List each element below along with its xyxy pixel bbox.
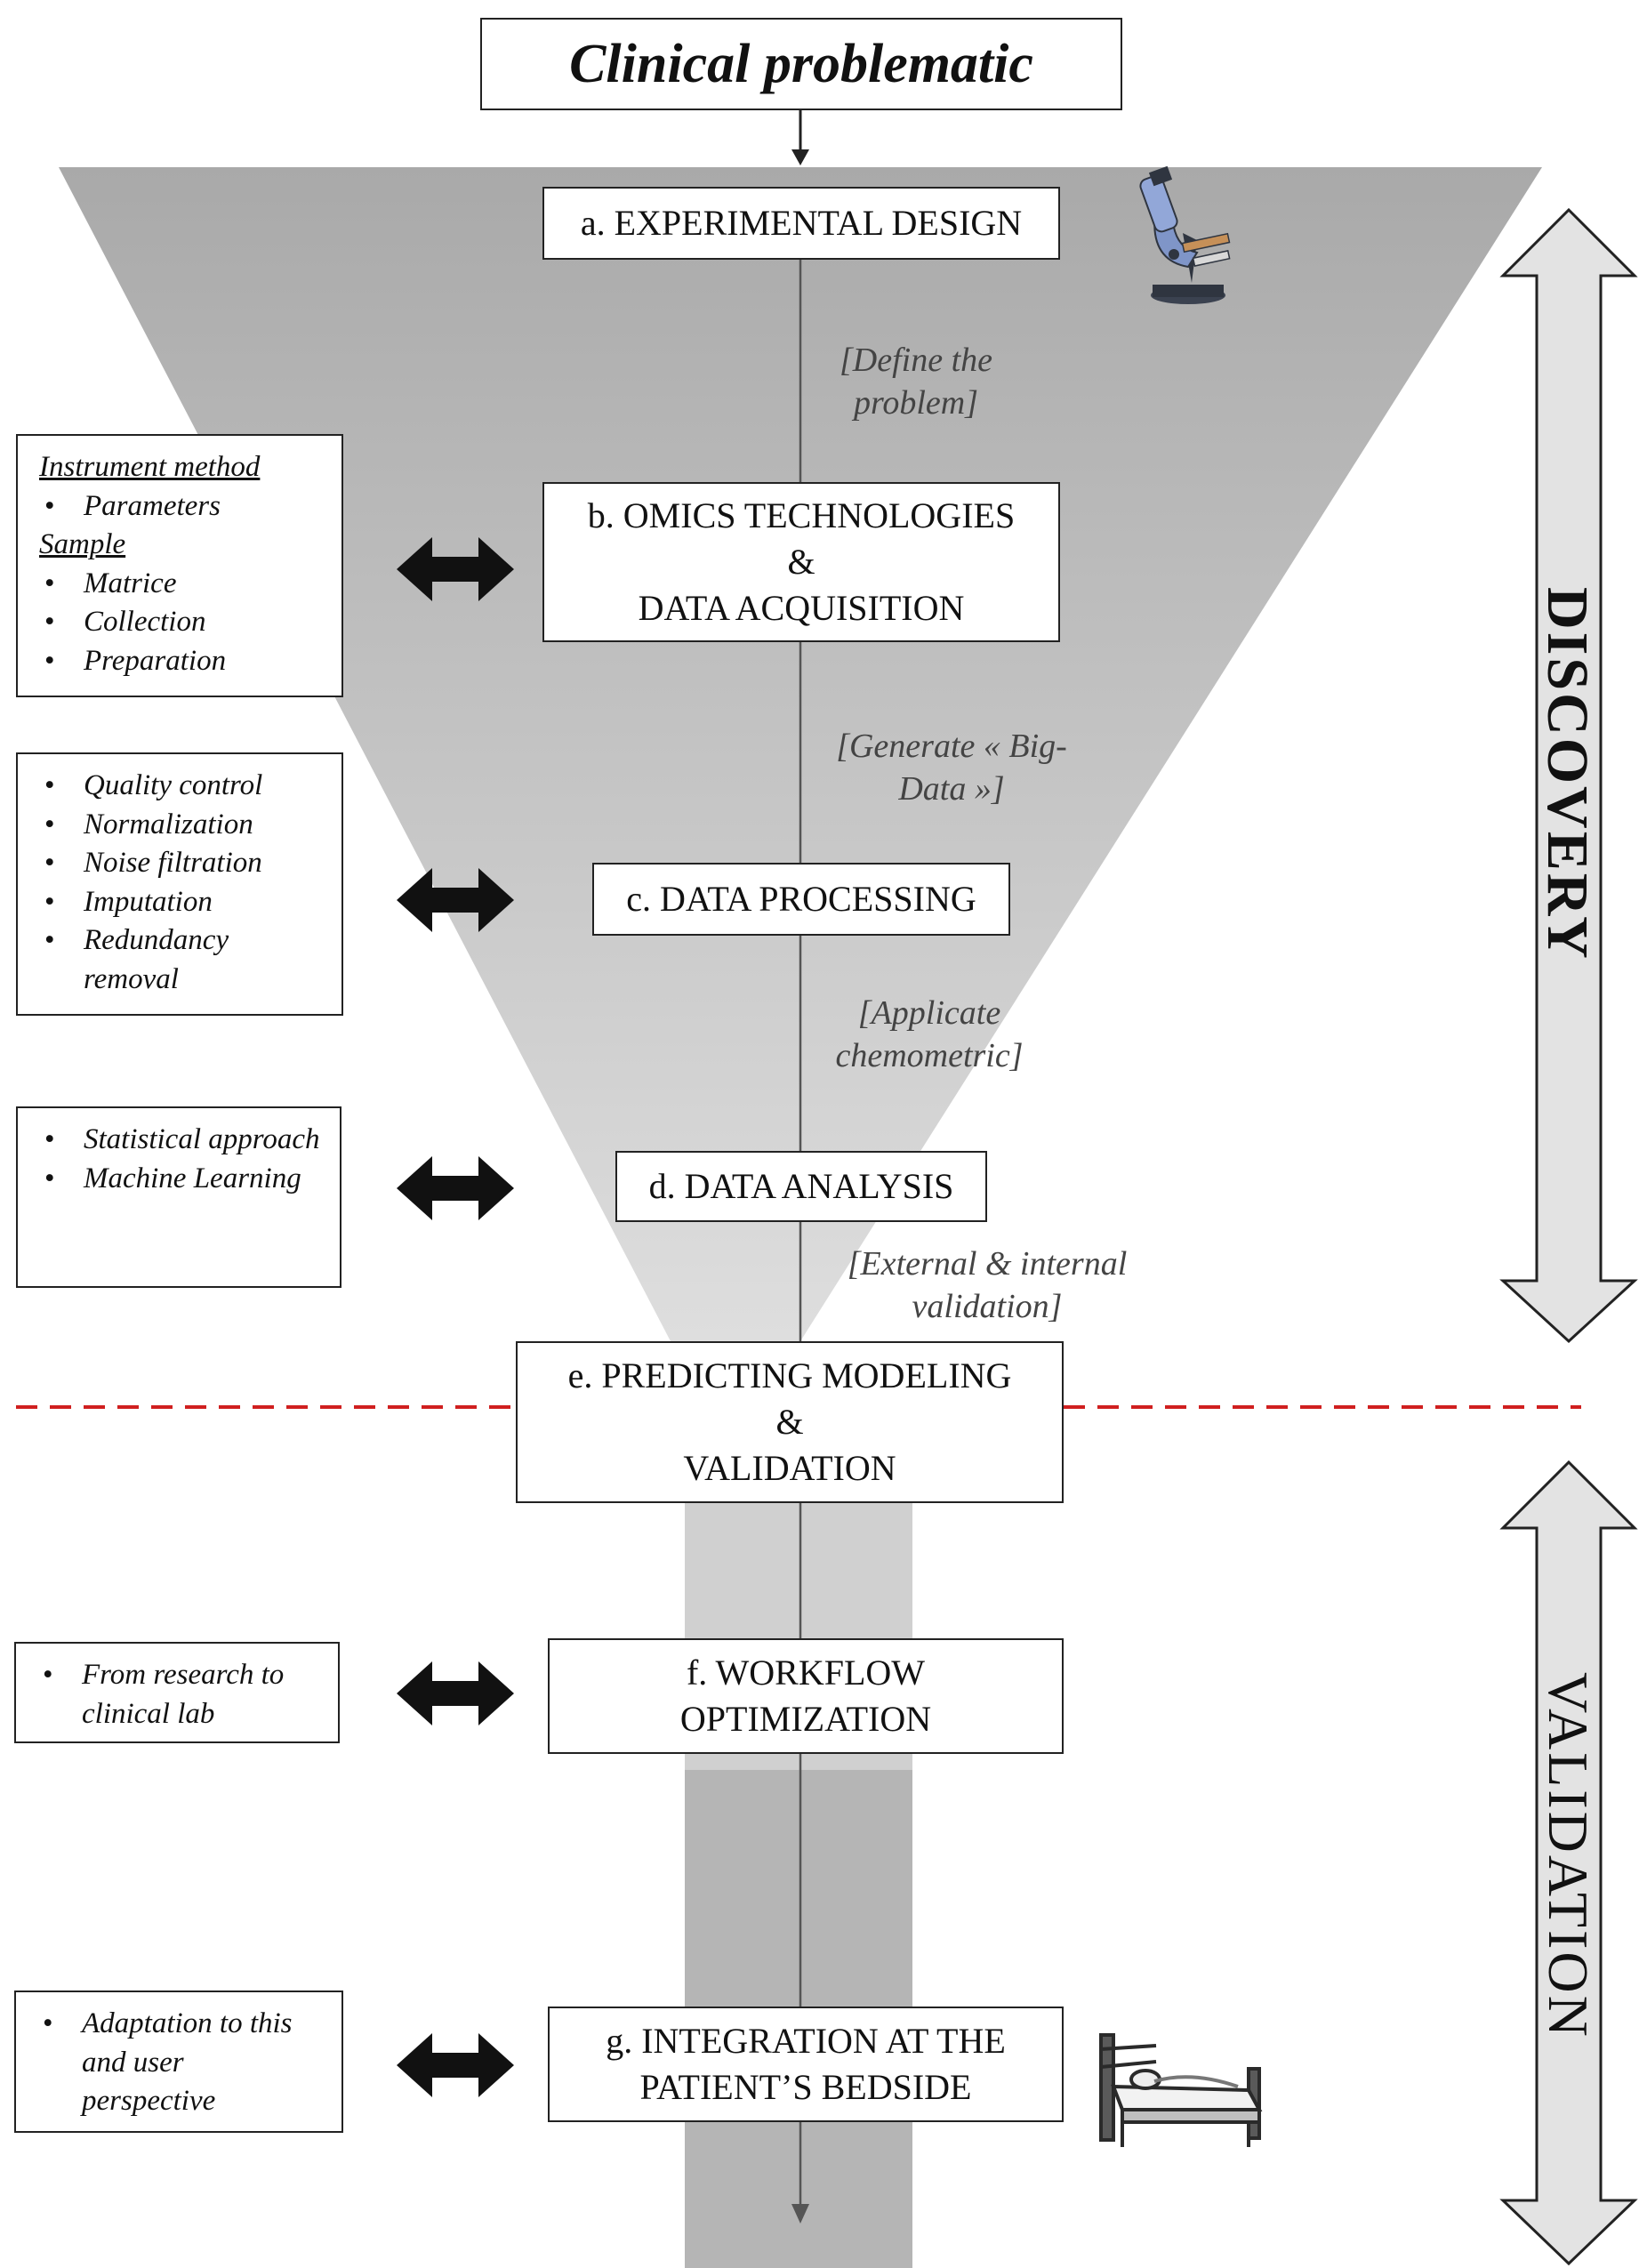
title-connector-arrowhead <box>791 149 809 165</box>
note-define-line-1: [Define the <box>839 342 992 379</box>
stage-d-label: d. DATA ANALYSIS <box>648 1166 954 1206</box>
stage-f-line-2: OPTIMIZATION <box>679 1699 932 1739</box>
stage-g-line-1: g. INTEGRATION AT THE <box>606 2021 1006 2061</box>
list-item: Matrice <box>39 565 324 604</box>
side-box-workflow: From research to clinical lab <box>14 1642 340 1743</box>
discovery-range-arrow <box>1499 207 1638 1344</box>
stage-c-data-processing: c. DATA PROCESSING <box>592 863 1010 936</box>
note-generate-big-data: [Generate « Big- Data »] <box>783 726 1121 810</box>
note-applicate-chemometric: [Applicate chemometric] <box>783 993 1076 1077</box>
discovery-label: DISCOVERY <box>1535 587 1600 961</box>
list-item: Quality control <box>39 767 324 806</box>
stage-e-predicting-modeling: e. PREDICTING MODELING & VALIDATION <box>516 1341 1064 1503</box>
note-define-line-2: problem] <box>853 383 979 422</box>
side-box-analysis: Statistical approach Machine Learning <box>16 1106 341 1288</box>
flow-line-arrowhead <box>791 2204 809 2224</box>
stage-c-label: c. DATA PROCESSING <box>626 879 976 919</box>
sample-list: Matrice Collection Preparation <box>39 565 324 681</box>
list-item: From research to clinical lab <box>37 1656 320 1733</box>
stage-e-line-1: e. PREDICTING MODELING <box>567 1355 1012 1395</box>
note-external-line-2: validation] <box>912 1287 1063 1325</box>
side-heading-sample: Sample <box>39 528 126 561</box>
list-item: Statistical approach <box>39 1121 322 1160</box>
list-item: Redundancy removal <box>39 921 324 999</box>
workflow-list: From research to clinical lab <box>37 1656 320 1733</box>
list-item: Imputation <box>39 883 324 922</box>
list-item: Adaptation to this and user perspective <box>37 2005 324 2121</box>
side-box-acquisition: Instrument method Parameters Sample Matr… <box>16 434 343 697</box>
note-applicate-line-2: chemometric] <box>835 1036 1024 1074</box>
list-item: Noise filtration <box>39 844 324 883</box>
stage-b-omics-technologies: b. OMICS TECHNOLOGIES & DATA ACQUISITION <box>542 482 1060 642</box>
stage-f-workflow-optimization: f. WORKFLOW OPTIMIZATION <box>548 1638 1064 1754</box>
note-external-line-1: [External & internal <box>847 1245 1128 1283</box>
side-heading-instrument-method: Instrument method <box>39 451 261 483</box>
validation-range-arrow <box>1499 1460 1638 2266</box>
note-external-internal-validation: [External & internal validation] <box>800 1243 1174 1328</box>
stage-b-line-3: DATA ACQUISITION <box>638 588 965 628</box>
double-arrow-icon <box>397 2033 514 2097</box>
clinical-problematic-title: Clinical problematic <box>480 18 1122 110</box>
stage-d-data-analysis: d. DATA ANALYSIS <box>615 1151 987 1222</box>
double-arrow-icon <box>397 868 514 932</box>
stage-b-line-1: b. OMICS TECHNOLOGIES <box>587 495 1016 535</box>
stage-b-line-2: & <box>787 542 815 582</box>
list-item: Machine Learning <box>39 1160 322 1199</box>
processing-list: Quality control Normalization Noise filt… <box>39 767 324 999</box>
stage-e-line-3: VALIDATION <box>683 1448 896 1488</box>
stage-g-integration-bedside: g. INTEGRATION AT THE PATIENT’S BEDSIDE <box>548 2007 1064 2122</box>
hospital-bed-icon <box>1099 2033 1263 2147</box>
list-item: Normalization <box>39 806 324 845</box>
list-item: Preparation <box>39 642 324 681</box>
analysis-list: Statistical approach Machine Learning <box>39 1121 322 1198</box>
instrument-method-list: Parameters <box>39 487 324 527</box>
double-arrow-icon <box>397 537 514 601</box>
double-arrow-icon <box>397 1156 514 1220</box>
integration-list: Adaptation to this and user perspective <box>37 2005 324 2121</box>
stage-e-line-2: & <box>775 1402 804 1442</box>
note-define-problem: [Define the problem] <box>783 340 1049 424</box>
list-item: Parameters <box>39 487 324 527</box>
stage-f-line-1: f. WORKFLOW <box>686 1653 926 1693</box>
note-applicate-line-1: [Applicate <box>857 994 1001 1032</box>
list-item: Collection <box>39 603 324 642</box>
stage-g-line-2: PATIENT’S BEDSIDE <box>639 2067 972 2107</box>
stage-a-experimental-design: a. EXPERIMENTAL DESIGN <box>542 187 1060 260</box>
validation-label: VALIDATION <box>1537 1672 1600 2039</box>
microscope-icon <box>1139 165 1231 304</box>
double-arrow-icon <box>397 1661 514 1725</box>
note-generate-line-2: Data »] <box>898 769 1005 808</box>
note-generate-line-1: [Generate « Big- <box>836 728 1067 765</box>
stage-a-label: a. EXPERIMENTAL DESIGN <box>580 203 1023 243</box>
side-box-integration: Adaptation to this and user perspective <box>14 1991 343 2133</box>
title-text: Clinical problematic <box>569 33 1033 94</box>
side-box-processing: Quality control Normalization Noise filt… <box>16 752 343 1016</box>
